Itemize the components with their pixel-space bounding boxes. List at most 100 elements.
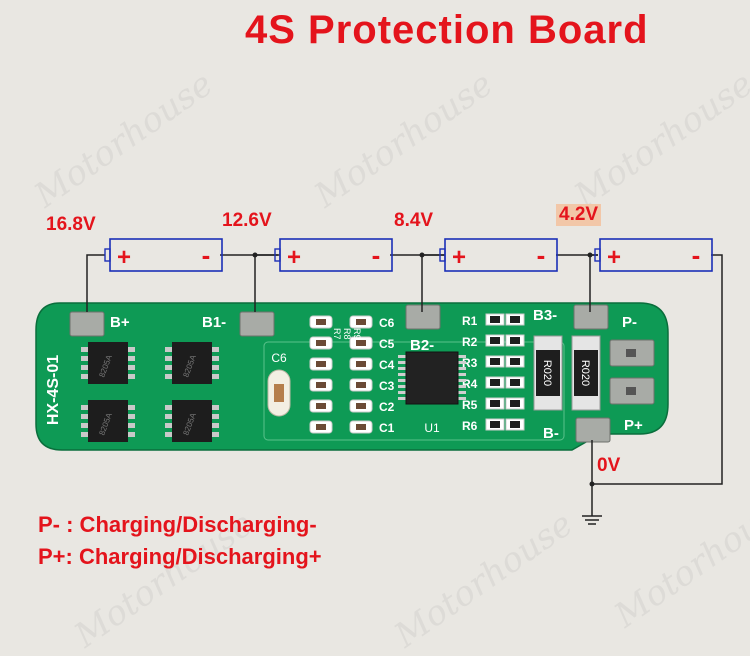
capacitor-body: [356, 319, 366, 325]
chip-pin: [212, 414, 219, 419]
resistor-label: R1: [462, 314, 478, 328]
voltage-label-0v: 0V: [597, 455, 621, 476]
mosfet-chip: 8205A: [81, 342, 135, 384]
ic-label: U1: [424, 421, 440, 435]
shunt-resistor: R020: [533, 335, 563, 411]
resistor-label: R2: [462, 335, 478, 349]
smd-resistor: [485, 313, 505, 326]
resistor-body: [490, 358, 500, 365]
battery-cell: +-: [439, 238, 558, 272]
voltage-label-16v8: 16.8V: [46, 214, 96, 235]
resistor-body: [510, 400, 520, 407]
chip-pin: [128, 374, 135, 379]
chip-pin: [81, 356, 88, 361]
resistor-label: R5: [462, 398, 478, 412]
smd-capacitor: [309, 420, 333, 434]
chip-pin: [81, 432, 88, 437]
shunt-marking: R020: [541, 360, 553, 386]
chip-pin: [212, 405, 219, 410]
chip-pin: [165, 374, 172, 379]
smd-capacitor: [309, 336, 333, 350]
smd-resistor: [485, 334, 505, 347]
battery-plus-label: +: [607, 244, 621, 271]
smd-capacitor: [349, 420, 373, 434]
capacitor-label: C2: [379, 400, 395, 414]
capacitor-body: [356, 424, 366, 430]
capacitor-body: [316, 382, 326, 388]
chip-pin: [212, 374, 219, 379]
resistor-body: [510, 421, 520, 428]
small-label: R7: [332, 328, 342, 340]
ic-pin: [398, 391, 407, 394]
shunt-resistor: R020: [571, 335, 601, 411]
pad-label: B3-: [533, 307, 557, 324]
resistor-body: [510, 358, 520, 365]
shunt-body: [536, 350, 560, 396]
battery-cell: +-: [104, 238, 223, 272]
smd-resistor: [505, 376, 525, 389]
chip-pin: [128, 432, 135, 437]
chip-pin: [81, 374, 88, 379]
capacitor-label: C6: [379, 316, 395, 330]
chip-pin: [128, 365, 135, 370]
chip-pin: [212, 365, 219, 370]
ic-pin: [398, 397, 407, 400]
chip-pin: [212, 432, 219, 437]
smd-resistor: [505, 313, 525, 326]
solder-pad: [405, 304, 441, 330]
ic-pin: [457, 361, 466, 364]
small-label: R8: [342, 328, 352, 340]
smd-resistor: [485, 418, 505, 431]
battery-cells: +-+-+-+-: [104, 238, 713, 272]
pad-label: B+: [110, 314, 130, 331]
capacitor-body: [316, 424, 326, 430]
chip-pin: [165, 356, 172, 361]
capacitor-body: [356, 382, 366, 388]
smd-capacitor: [309, 399, 333, 413]
big-capacitor-label: C6: [271, 351, 287, 365]
chip-pin: [128, 347, 135, 352]
smd-capacitor: [309, 315, 333, 329]
smd-capacitor: [349, 357, 373, 371]
legend-p-minus: P- : Charging/Discharging-: [38, 512, 317, 537]
ic-pin: [457, 391, 466, 394]
ic-pin: [457, 373, 466, 376]
smd-capacitor: [349, 336, 373, 350]
resistor-body: [490, 337, 500, 344]
capacitor-body: [316, 319, 326, 325]
legend-p-plus: P+: Charging/Discharging+: [38, 544, 322, 569]
shunt-body: [574, 350, 598, 396]
mosfet-chip: 8205A: [165, 342, 219, 384]
resistor-body: [510, 379, 520, 386]
smd-capacitor: [349, 315, 373, 329]
chip-pin: [128, 405, 135, 410]
chip-pin: [81, 405, 88, 410]
pad-label: B-: [543, 425, 559, 442]
ic-pin: [457, 355, 466, 358]
chip-pin: [212, 423, 219, 428]
switch-core: [626, 349, 636, 357]
mosfet-body: [172, 342, 212, 384]
chip-pin: [165, 432, 172, 437]
chip-pin: [212, 356, 219, 361]
solder-pad: [239, 311, 275, 337]
capacitor-label: C3: [379, 379, 395, 393]
ic-pin: [398, 367, 407, 370]
resistor-body: [510, 337, 520, 344]
ic-pin: [457, 397, 466, 400]
battery-plus-label: +: [452, 244, 466, 271]
smd-resistor: [485, 376, 505, 389]
solder-pads: B+B1-B2-B3-B-P-P+: [69, 304, 655, 443]
battery-minus-label: -: [372, 240, 381, 270]
battery-cell-terminal: [274, 248, 281, 262]
chip-pin: [81, 365, 88, 370]
ic-pin: [398, 361, 407, 364]
battery-plus-label: +: [287, 244, 301, 271]
chip-pin: [81, 423, 88, 428]
chip-pin: [128, 423, 135, 428]
ic-pin: [398, 385, 407, 388]
voltage-label-8v4: 8.4V: [394, 210, 434, 231]
